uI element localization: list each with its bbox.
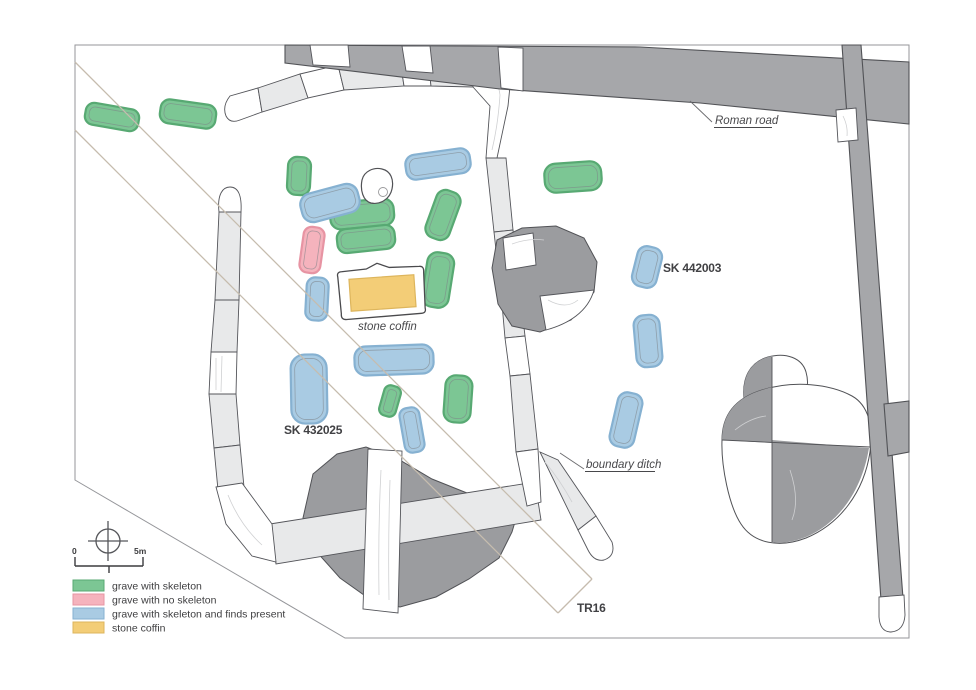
graves-layer [83,98,664,454]
grave-finds [398,406,426,454]
scale-5m-label: 5m [134,546,147,556]
legend-label-finds: grave with skeleton and finds present [112,609,285,621]
legend-item-finds: grave with skeleton and finds present [72,607,285,621]
grave-finds [630,245,664,289]
tr16-label: TR16 [577,601,606,615]
sk-442003-label: SK 442003 [663,261,722,275]
unexcavated-feature [360,167,394,204]
grave-skeleton [378,384,402,418]
boundary-ditch-leader [559,452,585,470]
legend-swatch-coffin [72,621,105,634]
legend-swatch-skeleton [72,579,105,592]
grave-skeleton [335,223,397,255]
grave-skeleton [442,374,474,424]
legend-label-skeleton: grave with skeleton [112,581,202,593]
grave-finds [632,313,664,369]
grave-skeleton [158,98,218,130]
plan-boundary [74,44,910,639]
grave-finds [353,343,435,377]
dark-feature-east [491,225,598,333]
east-ditch-band [835,44,910,633]
grave-skeleton [285,155,313,197]
dark-feature-south [269,446,542,614]
stone-coffin-label: stone coffin [358,321,417,333]
legend: grave with skeleton grave with no skeleto… [72,579,285,635]
roman-road-band [284,44,910,125]
grave-finds [404,147,472,181]
scale-bar: 0 5m [72,546,147,573]
trench-tr16-outline [74,61,593,614]
grave-skeleton [424,188,462,242]
stone-coffin [336,262,427,321]
roman-road-label: Roman road [715,115,779,127]
east-band-terminus [878,594,906,633]
boundary-ditch-label: boundary ditch [586,459,661,471]
legend-item-coffin: stone coffin [72,621,166,635]
compass-icon [88,521,128,561]
grave-finds [608,391,644,449]
legend-item-skeleton: grave with skeleton [72,579,202,593]
scale-zero-label: 0 [72,546,77,556]
roman-road-leader [689,100,713,123]
grave-skeleton [543,160,603,194]
legend-item-no_skeleton: grave with no skeleton [72,593,217,607]
enclosure-ditch-left-arm [208,186,245,491]
legend-label-no_skeleton: grave with no skeleton [112,595,217,607]
road-slot [309,44,351,68]
stone-coffin-fill [348,274,417,312]
grave-no_skeleton [298,225,326,275]
labels: Roman road boundary ditch stone coffin S… [284,100,779,615]
sk-432025-label: SK 432025 [284,423,343,437]
road-slot [401,45,434,74]
east-band-spur [883,400,910,457]
excavation-strip [362,448,403,614]
grave-finds [289,353,329,425]
enclosure-se-corner [515,448,614,561]
grave-finds [299,182,361,224]
grave-skeleton [420,251,456,309]
grave-skeleton [83,101,141,133]
sectioned-pits [721,354,872,544]
legend-label-coffin: stone coffin [112,623,166,635]
grave-finds [304,276,330,322]
road-slot [497,46,524,92]
legend-swatch-no_skeleton [72,593,105,606]
legend-swatch-finds [72,607,105,620]
